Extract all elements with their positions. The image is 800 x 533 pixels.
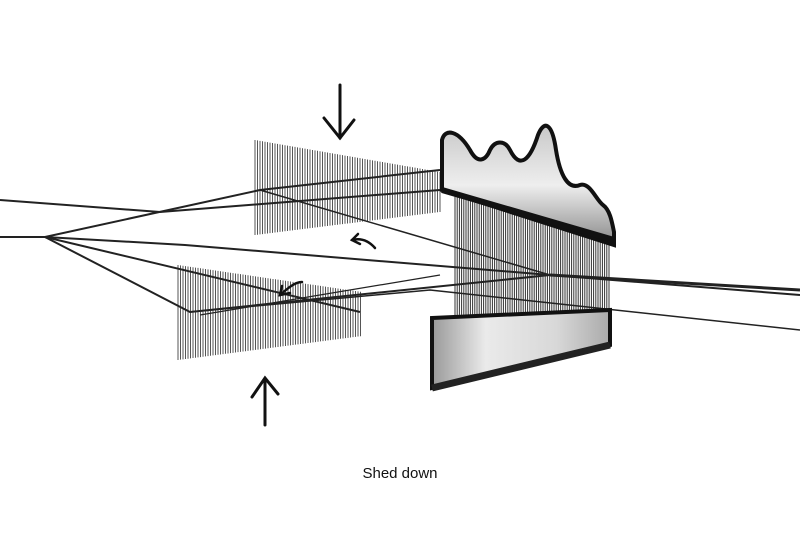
down-arrow-icon bbox=[322, 83, 356, 141]
up-arrow-icon bbox=[250, 375, 280, 427]
diagram-caption: Shed down bbox=[362, 465, 438, 482]
warp-threads bbox=[0, 169, 800, 331]
reed-dents bbox=[454, 195, 610, 315]
curved-arrow-icon bbox=[278, 280, 304, 297]
curved-arrow-icon bbox=[349, 232, 377, 250]
lower-heddle-shaft bbox=[177, 265, 361, 360]
reed-top-beam bbox=[440, 123, 616, 248]
